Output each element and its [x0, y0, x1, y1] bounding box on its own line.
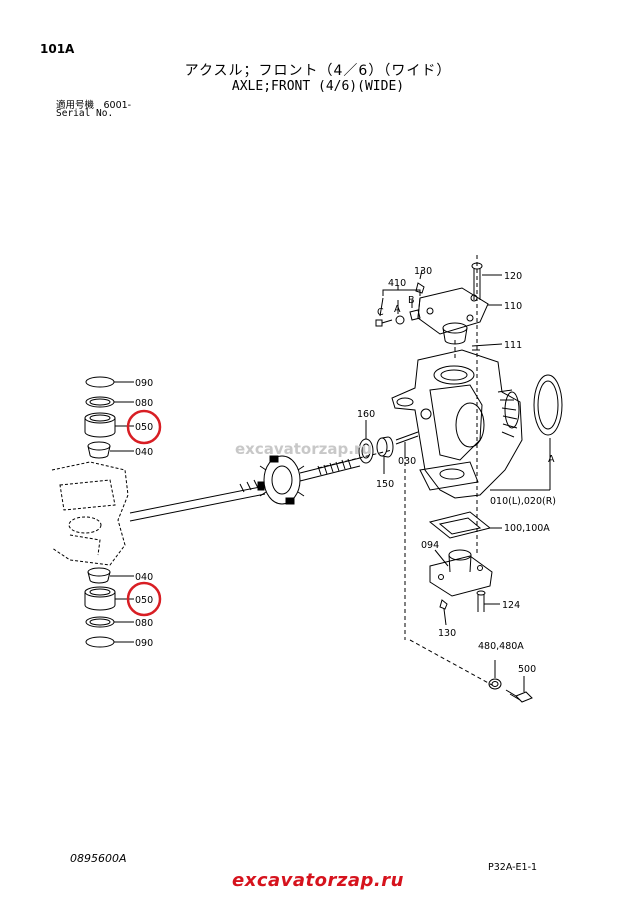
axle-housing-outline — [51, 461, 129, 566]
label-480: 480,480A — [478, 641, 524, 652]
label-094: 094 — [421, 540, 439, 551]
drive-shaft — [129, 457, 361, 522]
watermark-text: excavatorzap.ru — [235, 440, 372, 458]
bolt-assembly-410 — [375, 286, 421, 327]
bushing-150 — [376, 436, 394, 474]
snap-ring-090-lower — [85, 636, 134, 648]
label-050-upper: 050 — [135, 422, 153, 433]
label-080-lower: 080 — [135, 618, 153, 629]
label-040-upper: 040 — [135, 447, 153, 458]
site-link[interactable]: excavatorzap.ru — [232, 870, 404, 891]
label-010-020: 010(L),020(R) — [490, 496, 556, 507]
label-C-top: C — [377, 307, 384, 318]
bushing-040-upper — [87, 441, 134, 459]
kingpin-cap-110 — [417, 287, 502, 345]
washer-480 — [488, 660, 502, 690]
shim-111 — [471, 343, 503, 351]
label-111: 111 — [504, 340, 522, 351]
universal-joint — [257, 455, 305, 505]
label-100: 100,100A — [504, 523, 550, 534]
label-050-lower: 050 — [135, 595, 153, 606]
grease-fitting-130-bottom — [439, 599, 448, 626]
label-090-upper: 090 — [135, 378, 153, 389]
bolt-120 — [471, 262, 502, 300]
seal-160 — [358, 420, 374, 464]
label-120: 120 — [504, 271, 522, 282]
bolt-124 — [476, 590, 500, 612]
label-A-right: A — [548, 454, 555, 465]
serial-label-japanese: 適用号機 6001- — [56, 100, 132, 111]
label-110: 110 — [504, 301, 522, 312]
pin-030 — [395, 431, 419, 455]
label-150: 150 — [376, 479, 394, 490]
label-130-top: 130 — [414, 266, 432, 277]
steering-knuckle — [391, 349, 523, 499]
page-title-japanese: アクスル；フロント（4／6）（ワイド） — [184, 63, 452, 79]
label-124: 124 — [502, 600, 520, 611]
seal-080-upper — [85, 396, 134, 408]
page-reference: P32A-E1-1 — [488, 862, 538, 873]
page-number: 101A — [40, 42, 75, 56]
bearing-050-upper — [84, 412, 134, 438]
gasket-100 — [428, 511, 502, 539]
label-040-lower: 040 — [135, 572, 153, 583]
label-130-bottom: 130 — [438, 628, 456, 639]
label-B-top: B — [408, 295, 415, 306]
bearing-050-lower — [84, 586, 134, 611]
snap-ring-right — [490, 374, 563, 491]
label-160: 160 — [357, 409, 375, 420]
label-030: 030 — [398, 456, 416, 467]
label-500: 500 — [518, 664, 536, 675]
kingpin-base-094 — [429, 549, 493, 597]
page-title-english: AXLE;FRONT (4/6)(WIDE) — [231, 79, 405, 94]
label-410: 410 — [388, 278, 406, 289]
label-A-top: A — [394, 304, 401, 315]
assembly-centerlines — [317, 255, 493, 686]
label-080-upper: 080 — [135, 398, 153, 409]
highlight-050-lower — [126, 581, 162, 617]
label-090-lower: 090 — [135, 638, 153, 649]
grease-fitting-130-top — [415, 269, 425, 294]
snap-ring-090-upper — [85, 376, 134, 388]
drawing-number: 0895600A — [70, 852, 127, 865]
bushing-040-lower — [87, 567, 134, 584]
highlight-050-upper — [126, 409, 162, 445]
serial-label-english: Serial No. — [56, 108, 114, 119]
seal-080-lower — [85, 616, 134, 628]
bolt-500 — [505, 676, 533, 703]
